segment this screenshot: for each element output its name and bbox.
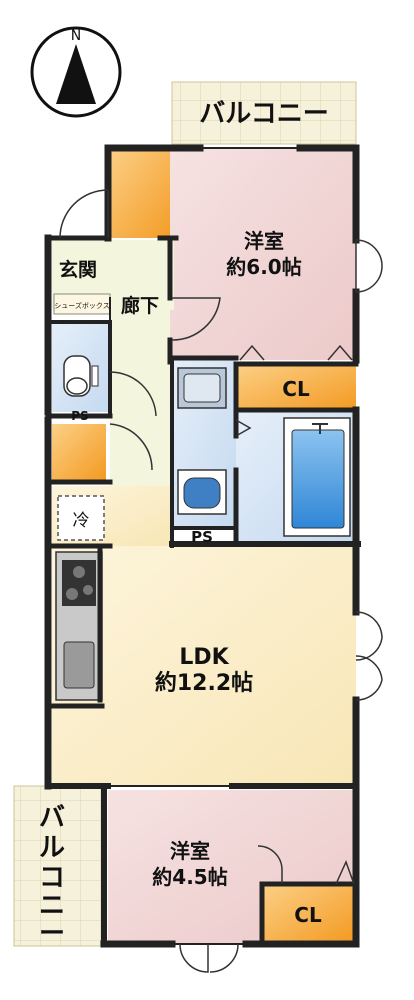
window-sash [355, 611, 383, 661]
balcony-side-char-5: ー [39, 919, 65, 949]
closet-1-floor [236, 364, 356, 410]
walls [44, 144, 361, 948]
shoe-box-label: シューズボックス [54, 301, 109, 310]
stove-burner-icon [83, 585, 93, 595]
storage-mid-left [52, 424, 106, 480]
western-room-2-size: 約4.5帖 [152, 865, 227, 889]
balcony-side-char-2: ル [39, 833, 65, 863]
north-arrow-icon [56, 44, 96, 104]
ps-1-label: PS [71, 409, 88, 423]
compass-north-label: N [71, 28, 81, 44]
closet-2-label: CL [294, 903, 322, 927]
western-room-1-size: 約6.0帖 [226, 255, 301, 279]
stove-burner-icon [66, 588, 78, 600]
closet-1-label: CL [282, 377, 310, 401]
storage-top-left [108, 148, 178, 238]
balcony-side-char-4: ニ [39, 891, 65, 921]
shoe-box: シューズボックス [53, 293, 111, 315]
western-room-1-floor [170, 148, 356, 360]
ldk-size: 約12.2帖 [155, 670, 253, 696]
toilet-door-swing [109, 371, 157, 417]
washstand-icon [177, 367, 227, 409]
hallway-label: 廊下 [121, 294, 159, 317]
fridge-space: 冷 [57, 495, 105, 541]
sink-icon [63, 641, 95, 689]
fridge-label: 冷 [73, 511, 90, 531]
washroom-door-swing [109, 423, 153, 471]
closet-2-door-marker [335, 860, 355, 885]
western-room-2-name: 洋室 [170, 839, 210, 863]
bedroom-door-swing [171, 297, 221, 341]
bath-door-marker [235, 419, 252, 437]
closet-2-door-swing [257, 845, 283, 884]
balcony-door-swing [179, 943, 239, 973]
closet-1-door-marker [239, 344, 353, 361]
western-room-1-name: 洋室 [244, 229, 284, 253]
stove-burner-icon [73, 566, 85, 578]
balcony-side: バ ル コ ニ ー [13, 785, 105, 949]
balcony-top-label: バルコニー [199, 99, 328, 129]
closet-2-floor [262, 884, 354, 942]
bathtub-icon [283, 417, 351, 537]
balcony-top: バルコニー [171, 81, 357, 145]
doors [59, 189, 383, 973]
compass: N [30, 26, 122, 118]
washing-machine-icon [177, 469, 227, 515]
entrance-door-swing [59, 189, 109, 239]
entrance-label: 玄関 [59, 258, 97, 281]
ldk-name: LDK [179, 645, 229, 670]
window-sash [355, 655, 383, 701]
ps-2-label: PS [191, 528, 213, 546]
kitchen-counter [55, 551, 103, 701]
toilet-icon [63, 355, 99, 397]
window-sash [355, 239, 383, 267]
balcony-side-char-3: コ [39, 863, 65, 893]
balcony-side-char-1: バ [39, 803, 65, 833]
